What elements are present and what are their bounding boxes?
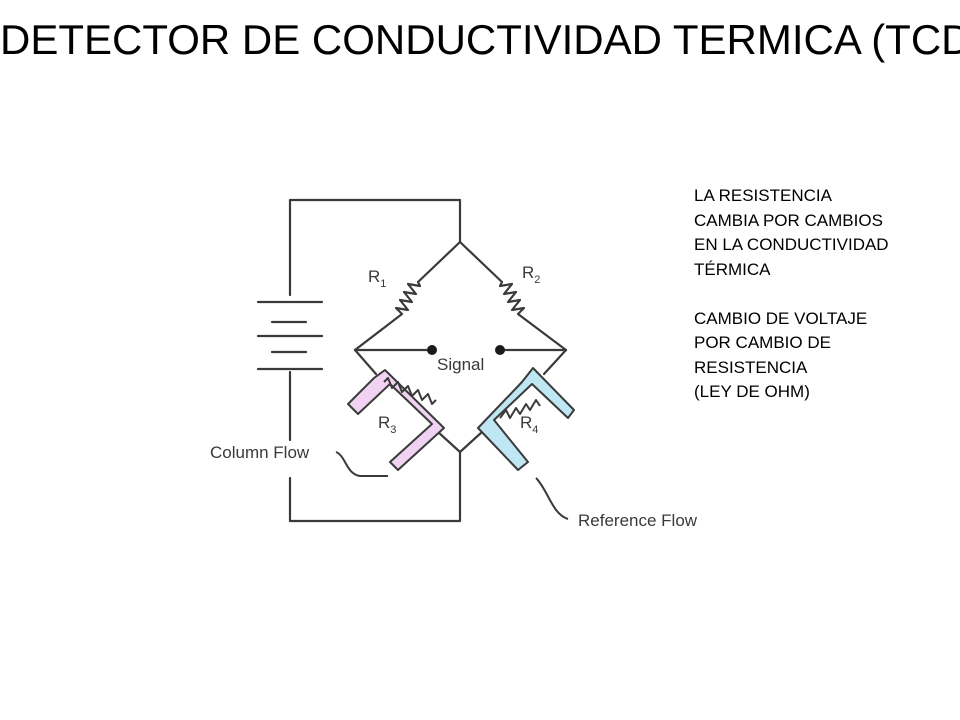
resistor-r2	[458, 240, 568, 352]
reference-cell-r4	[477, 367, 575, 471]
slide-title: DETECTOR DE CONDUCTIVIDAD TERMICA (TCD)	[0, 16, 960, 63]
note-line: CAMBIO DE VOLTAJE	[694, 308, 868, 328]
signal-node-right	[495, 345, 505, 355]
note-line: EN LA CONDUCTIVIDAD	[694, 235, 889, 254]
note-line: TÉRMICA	[694, 259, 771, 279]
arm-r4-lower	[458, 430, 484, 454]
note-line: (LEY DE OHM)	[694, 382, 810, 401]
note-line: CAMBIA POR CAMBIOS	[694, 210, 883, 230]
arm-r3	[353, 348, 378, 376]
label-r4: R4	[520, 413, 538, 436]
note-line: POR CAMBIO DE	[694, 333, 831, 352]
arm-r3-lower	[436, 430, 462, 454]
signal-node-left	[427, 345, 437, 355]
label-r1: R1	[368, 267, 386, 290]
column-flow-leader	[335, 451, 388, 477]
note-line: LA RESISTENCIA	[694, 186, 832, 205]
reference-flow-leader	[535, 477, 569, 520]
label-r3: R3	[378, 413, 396, 436]
note-line: RESISTENCIA	[694, 357, 808, 377]
wire-top	[288, 198, 462, 297]
column-cell-r3	[347, 369, 445, 471]
wire-bottom	[288, 450, 462, 523]
notes-text: LA RESISTENCIA CAMBIA POR CAMBIOS EN LA …	[694, 184, 954, 405]
label-signal: Signal	[437, 355, 484, 374]
arm-r4	[542, 348, 568, 376]
label-r2: R2	[522, 263, 540, 286]
paragraph-gap	[694, 282, 954, 307]
resistor-r1	[353, 240, 462, 352]
label-reference-flow: Reference Flow	[578, 511, 698, 530]
label-column-flow: Column Flow	[210, 443, 310, 462]
